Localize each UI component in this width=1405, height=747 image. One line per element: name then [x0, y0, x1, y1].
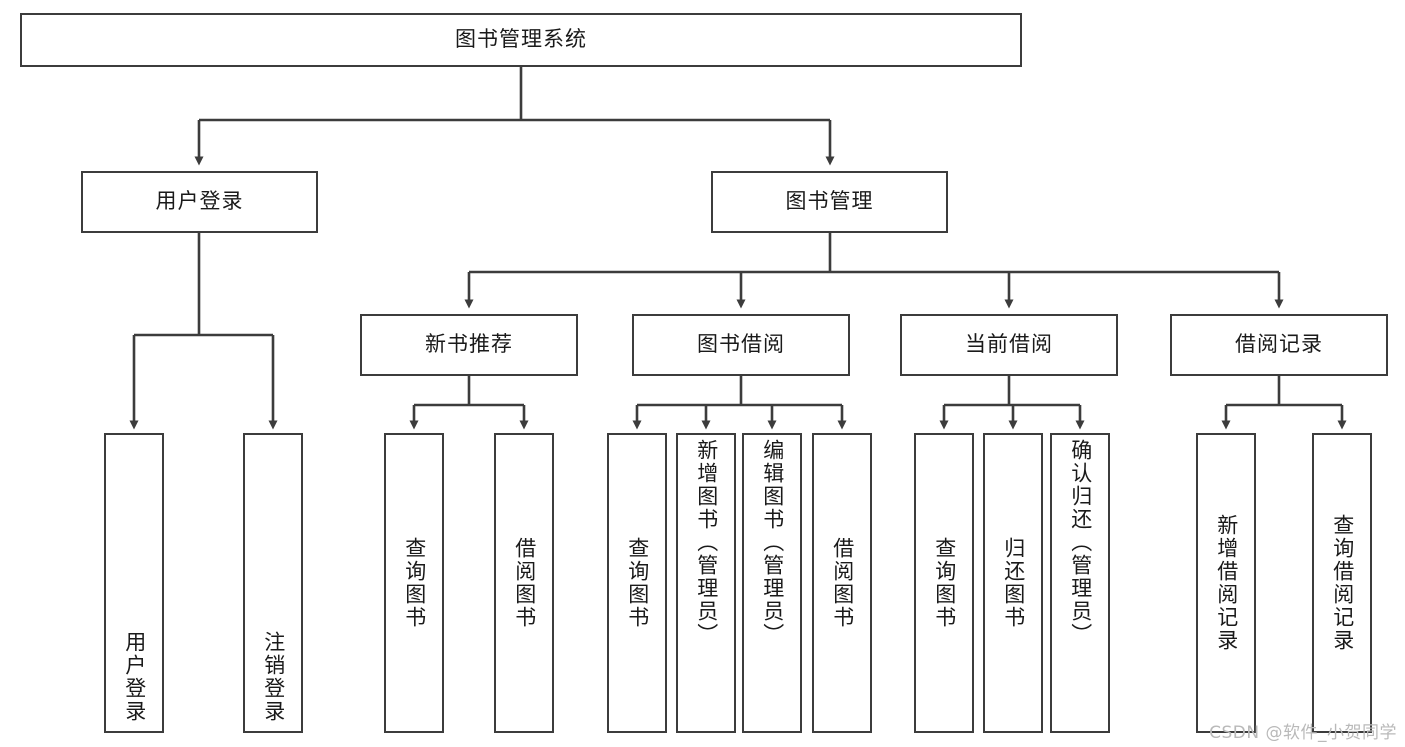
node-user-login[interactable]: 用户登录 — [81, 171, 318, 233]
leaf-book-borrow-add[interactable]: 新增图书（管理员） — [676, 433, 736, 733]
leaf-current-borrow-return[interactable]: 归还图书 — [983, 433, 1043, 733]
leaf-label: 归还图书 — [1001, 537, 1026, 629]
leaf-label: 查询图书 — [402, 537, 427, 629]
leaf-label: 用户登录 — [122, 631, 147, 723]
leaf-borrow-record-query[interactable]: 查询借阅记录 — [1312, 433, 1372, 733]
node-current-borrow[interactable]: 当前借阅 — [900, 314, 1118, 376]
node-user-login-label: 用户登录 — [155, 189, 244, 214]
leaf-book-borrow-query[interactable]: 查询图书 — [607, 433, 667, 733]
leaf-current-borrow-confirm-return[interactable]: 确认归还（管理员） — [1050, 433, 1110, 733]
leaf-label: 借阅图书 — [830, 537, 855, 629]
leaf-new-book-borrow[interactable]: 借阅图书 — [494, 433, 554, 733]
leaf-user-login-login[interactable]: 用户登录 — [104, 433, 164, 733]
leaf-label: 借阅图书 — [512, 537, 537, 629]
node-root[interactable]: 图书管理系统 — [20, 13, 1022, 67]
leaf-label: 新增借阅记录 — [1214, 514, 1239, 652]
leaf-label: 新增图书（管理员） — [694, 439, 719, 646]
node-borrow-record-label: 借阅记录 — [1235, 332, 1323, 357]
node-current-borrow-label: 当前借阅 — [965, 332, 1053, 357]
node-book-borrow-label: 图书借阅 — [697, 332, 785, 357]
node-borrow-record[interactable]: 借阅记录 — [1170, 314, 1388, 376]
leaf-label: 查询图书 — [625, 537, 650, 629]
node-new-book-recommend-label: 新书推荐 — [425, 332, 513, 357]
node-book-management-label: 图书管理 — [785, 189, 874, 214]
leaf-user-login-logout[interactable]: 注销登录 — [243, 433, 303, 733]
csdn-watermark: CSDN @软件_小贺同学 — [1209, 723, 1397, 743]
leaf-label: 编辑图书（管理员） — [760, 439, 785, 646]
node-book-management[interactable]: 图书管理 — [711, 171, 948, 233]
node-root-label: 图书管理系统 — [455, 27, 587, 52]
leaf-book-borrow-edit[interactable]: 编辑图书（管理员） — [742, 433, 802, 733]
leaf-label: 注销登录 — [261, 631, 286, 723]
node-book-borrow[interactable]: 图书借阅 — [632, 314, 850, 376]
leaf-book-borrow-borrow[interactable]: 借阅图书 — [812, 433, 872, 733]
node-new-book-recommend[interactable]: 新书推荐 — [360, 314, 578, 376]
leaf-label: 确认归还（管理员） — [1068, 439, 1093, 646]
leaf-label: 查询借阅记录 — [1330, 514, 1355, 652]
leaf-current-borrow-query[interactable]: 查询图书 — [914, 433, 974, 733]
leaf-new-book-query[interactable]: 查询图书 — [384, 433, 444, 733]
leaf-label: 查询图书 — [932, 537, 957, 629]
leaf-borrow-record-add[interactable]: 新增借阅记录 — [1196, 433, 1256, 733]
